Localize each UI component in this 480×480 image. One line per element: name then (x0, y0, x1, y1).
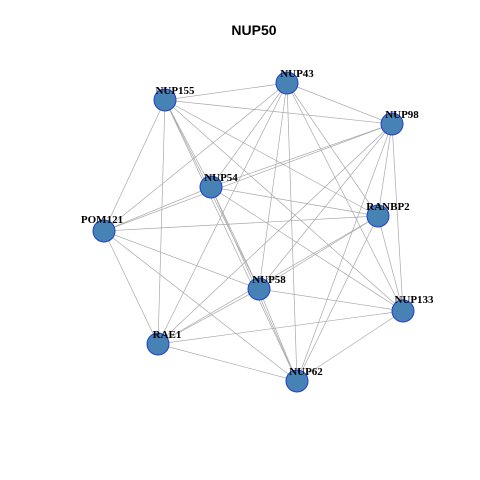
edge-nup43-nup133 (286, 82, 404, 312)
edge-nup58-rae1 (157, 288, 260, 345)
node-label: POM121 (81, 214, 123, 226)
edge-layer (103, 82, 404, 382)
node-label: NUP62 (289, 366, 323, 378)
node-nup155: NUP155 (153, 85, 195, 112)
edge-nup43-nup62 (286, 82, 298, 382)
edge-nup54-ranbp2 (210, 186, 379, 217)
node-label: RANBP2 (366, 201, 410, 213)
node-circle (247, 277, 271, 301)
edge-nup98-nup62 (296, 123, 393, 382)
edge-nup155-nup43 (164, 82, 288, 101)
edge-pom121-nup58 (103, 230, 260, 290)
node-rae1: RAE1 (146, 329, 182, 356)
edge-ranbp2-nup62 (296, 215, 379, 382)
node-label: RAE1 (153, 329, 182, 341)
diagram-title: NUP50 (231, 22, 276, 38)
node-circle (285, 369, 309, 393)
node-circle (366, 204, 390, 228)
edge-nup98-ranbp2 (377, 123, 393, 217)
edge-nup43-nup58 (258, 82, 288, 290)
edge-nup98-pom121 (103, 123, 393, 232)
edge-nup155-nup54 (164, 99, 212, 188)
node-circle (153, 88, 177, 112)
edge-nup133-nup62 (296, 310, 404, 382)
node-circle (380, 112, 404, 136)
node-circle (275, 71, 299, 95)
edge-ranbp2-rae1 (157, 215, 379, 345)
edge-nup155-nup98 (164, 99, 393, 125)
node-ranbp2: RANBP2 (366, 201, 410, 228)
edge-nup98-nup58 (258, 123, 393, 290)
node-label: NUP58 (252, 274, 286, 286)
node-label: NUP155 (155, 85, 195, 97)
edge-nup155-nup62 (164, 99, 298, 382)
edge-nup133-rae1 (157, 310, 404, 345)
edge-nup155-ranbp2 (164, 99, 379, 217)
edge-nup43-ranbp2 (286, 82, 379, 217)
node-label: NUP133 (394, 294, 434, 306)
node-nup98: NUP98 (380, 109, 419, 136)
node-nup43: NUP43 (275, 68, 314, 95)
edge-pom121-nup62 (103, 230, 298, 382)
edge-ranbp2-nup133 (377, 215, 404, 312)
edge-nup43-pom121 (103, 82, 288, 232)
edge-nup58-nup62 (258, 288, 298, 382)
edge-nup54-nup133 (210, 186, 404, 312)
node-nup62: NUP62 (285, 366, 323, 393)
node-circle (146, 332, 170, 356)
edge-pom121-ranbp2 (103, 215, 379, 232)
node-pom121: POM121 (81, 214, 123, 243)
node-nup58: NUP58 (247, 274, 286, 301)
edge-nup98-nup54 (210, 123, 393, 188)
edge-nup155-nup133 (164, 99, 404, 312)
node-label: NUP98 (385, 109, 419, 121)
node-circle (391, 299, 415, 323)
node-nup54: NUP54 (199, 172, 238, 199)
edge-nup98-nup133 (391, 123, 404, 312)
edge-nup54-nup58 (210, 186, 260, 290)
edge-nup58-nup133 (258, 288, 404, 312)
edge-nup155-rae1 (157, 99, 166, 345)
edge-pom121-rae1 (103, 230, 159, 345)
node-circle (92, 219, 116, 243)
edge-ranbp2-nup58 (258, 215, 379, 290)
edge-nup155-pom121 (103, 99, 166, 232)
edge-nup43-nup54 (210, 82, 288, 188)
edge-nup43-nup98 (286, 82, 393, 125)
node-circle (199, 175, 223, 199)
edge-nup54-pom121 (103, 186, 212, 232)
edge-nup98-rae1 (157, 123, 393, 345)
edge-rae1-nup62 (157, 343, 298, 382)
node-label: NUP54 (204, 172, 238, 184)
node-nup133: NUP133 (391, 294, 434, 323)
node-label: NUP43 (280, 68, 314, 80)
